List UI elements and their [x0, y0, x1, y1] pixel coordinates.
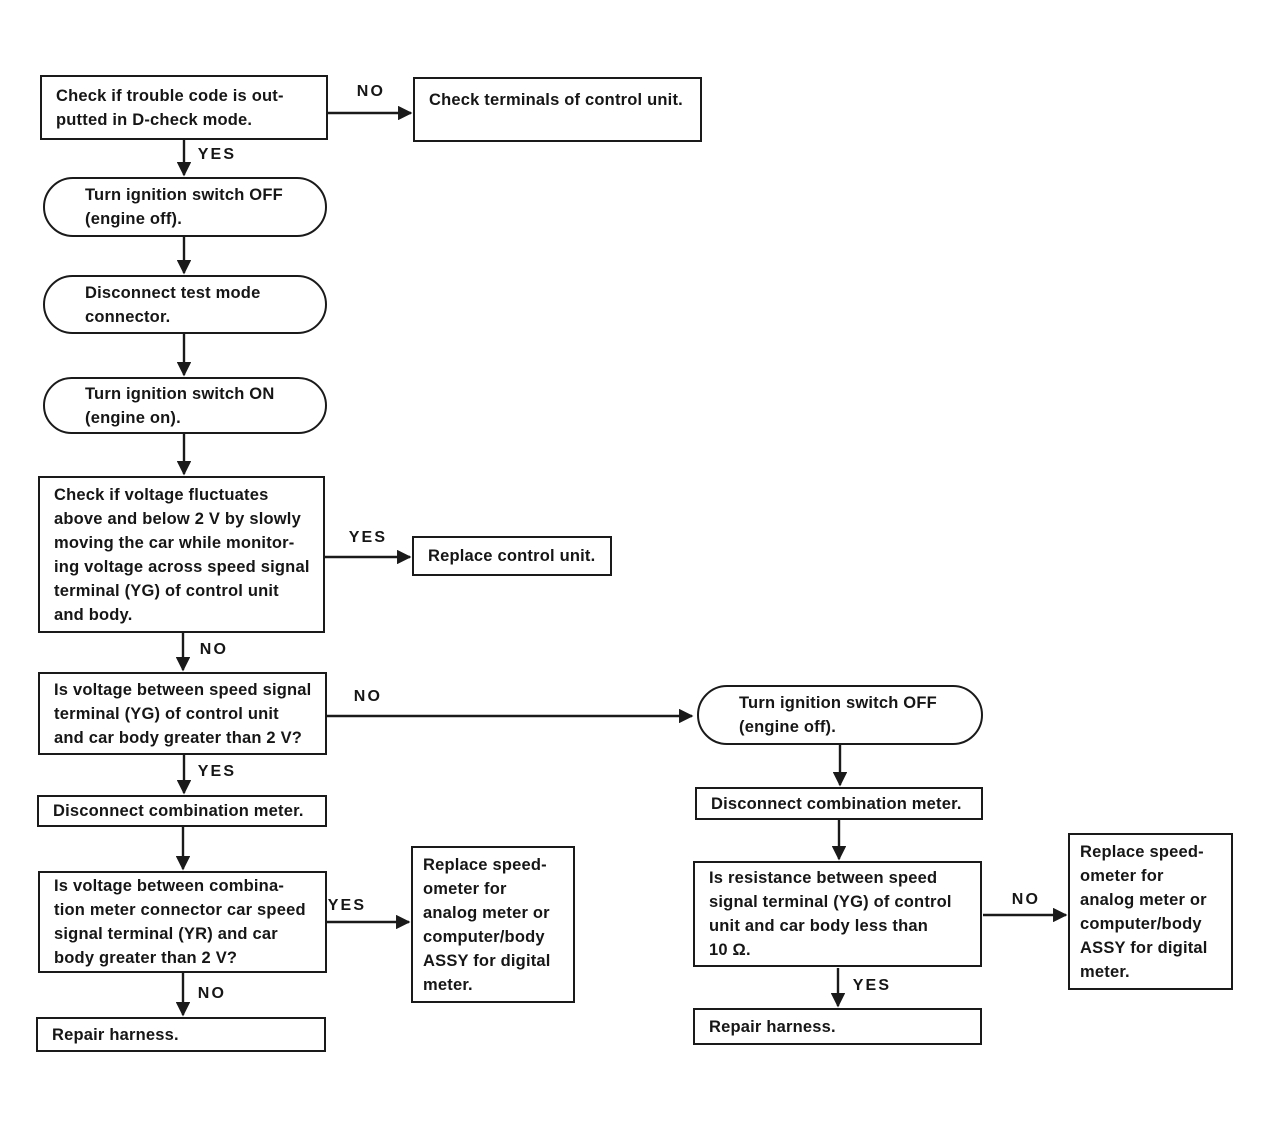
- node-text-line: ometer for: [423, 879, 507, 898]
- node-text-line: putted in D-check mode.: [56, 110, 253, 129]
- node-text-line: Disconnect combination meter.: [711, 794, 962, 813]
- node-text-line: Disconnect combination meter.: [53, 802, 304, 820]
- node-text-line: meter.: [423, 975, 473, 994]
- node-text-line: body greater than 2 V?: [54, 949, 238, 967]
- node-text-line: Repair harness.: [709, 1017, 836, 1036]
- node-text-line: 10 Ω.: [709, 941, 751, 959]
- branch-label-no: NO: [353, 688, 383, 705]
- node-text-line: analog meter or: [423, 903, 550, 922]
- node-text-line: analog meter or: [1080, 890, 1207, 909]
- node-text-line: Is voltage between combina-: [54, 877, 285, 895]
- node-replace-speedometer-left: Replace speed- ometer for analog meter o…: [411, 846, 575, 1003]
- node-text-line: ASSY for digital: [1080, 938, 1208, 957]
- node-text-line: Check if trouble code is out-: [56, 86, 284, 105]
- node-replace-control-unit: Replace control unit.: [412, 536, 612, 576]
- node-text-line: ometer for: [1080, 866, 1164, 885]
- node-check-voltage-fluctuates: Check if voltage fluctuates above and be…: [38, 476, 325, 633]
- node-text-line: meter.: [1080, 962, 1130, 981]
- node-text-line: Replace speed-: [1080, 842, 1204, 861]
- node-text-line: ASSY for digital: [423, 951, 551, 970]
- node-text-line: Is voltage between speed signal: [54, 680, 312, 699]
- branch-label-yes: YES: [197, 146, 237, 163]
- branch-label-yes: YES: [852, 977, 892, 994]
- branch-label-no: NO: [356, 83, 386, 100]
- node-text-line: Check if voltage fluctuates: [54, 485, 269, 504]
- node-text-line: Turn ignition switch OFF: [85, 186, 283, 204]
- node-text-line: signal terminal (YR) and car: [54, 925, 278, 943]
- node-text-line: Is resistance between speed: [709, 869, 938, 887]
- node-text-line: Turn ignition switch ON: [85, 384, 275, 403]
- node-text-line: and body.: [54, 605, 133, 624]
- node-text-line: ing voltage across speed signal: [54, 557, 310, 576]
- node-text-line: signal terminal (YG) of control: [709, 893, 952, 911]
- node-text-line: (engine off).: [85, 210, 182, 228]
- node-text-line: Replace control unit.: [428, 547, 596, 565]
- node-voltage-yg-question: Is voltage between speed signal terminal…: [38, 672, 327, 755]
- node-text-line: and car body greater than 2 V?: [54, 728, 303, 747]
- node-disconnect-meter-left: Disconnect combination meter.: [37, 795, 327, 827]
- branch-label-yes: YES: [327, 897, 367, 914]
- node-text-line: tion meter connector car speed: [54, 901, 306, 919]
- node-text-line: computer/body: [1080, 914, 1202, 933]
- branch-label-no: NO: [197, 985, 227, 1002]
- node-replace-speedometer-right: Replace speed- ometer for analog meter o…: [1068, 833, 1233, 990]
- node-text-line: terminal (YG) of control unit: [54, 581, 279, 600]
- node-text-line: Replace speed-: [423, 855, 547, 874]
- node-repair-harness-left: Repair harness.: [36, 1017, 326, 1052]
- branch-label-no: NO: [1011, 891, 1041, 908]
- branch-label-yes: YES: [348, 529, 388, 546]
- node-text-line: unit and car body less than: [709, 917, 929, 935]
- node-voltage-yr-question: Is voltage between combina- tion meter c…: [38, 871, 327, 973]
- branch-label-yes: YES: [197, 763, 237, 780]
- node-text-line: Repair harness.: [52, 1025, 179, 1044]
- node-disconnect-test-mode: Disconnect test mode connector.: [43, 275, 327, 334]
- node-check-terminals: Check terminals of control unit.: [413, 77, 702, 142]
- node-text-line: moving the car while monitor-: [54, 533, 295, 552]
- node-text-line: Turn ignition switch OFF: [739, 694, 937, 712]
- node-check-trouble-code: Check if trouble code is out- putted in …: [40, 75, 328, 140]
- node-text-line: (engine on).: [85, 408, 181, 427]
- node-text-line: (engine off).: [739, 718, 836, 736]
- node-text-line: above and below 2 V by slowly: [54, 509, 301, 528]
- node-ignition-off-2: Turn ignition switch OFF (engine off).: [697, 685, 983, 745]
- node-text-line: terminal (YG) of control unit: [54, 704, 279, 723]
- node-repair-harness-right: Repair harness.: [693, 1008, 982, 1045]
- node-disconnect-meter-right: Disconnect combination meter.: [695, 787, 983, 820]
- node-text-line: computer/body: [423, 927, 545, 946]
- node-ignition-on: Turn ignition switch ON (engine on).: [43, 377, 327, 434]
- node-resistance-question: Is resistance between speed signal termi…: [693, 861, 982, 967]
- node-text-line: Disconnect test mode: [85, 283, 261, 302]
- node-text-line: connector.: [85, 307, 171, 326]
- node-text-line: Check terminals of control unit.: [429, 91, 683, 109]
- branch-label-no: NO: [199, 641, 229, 658]
- node-ignition-off-1: Turn ignition switch OFF (engine off).: [43, 177, 327, 237]
